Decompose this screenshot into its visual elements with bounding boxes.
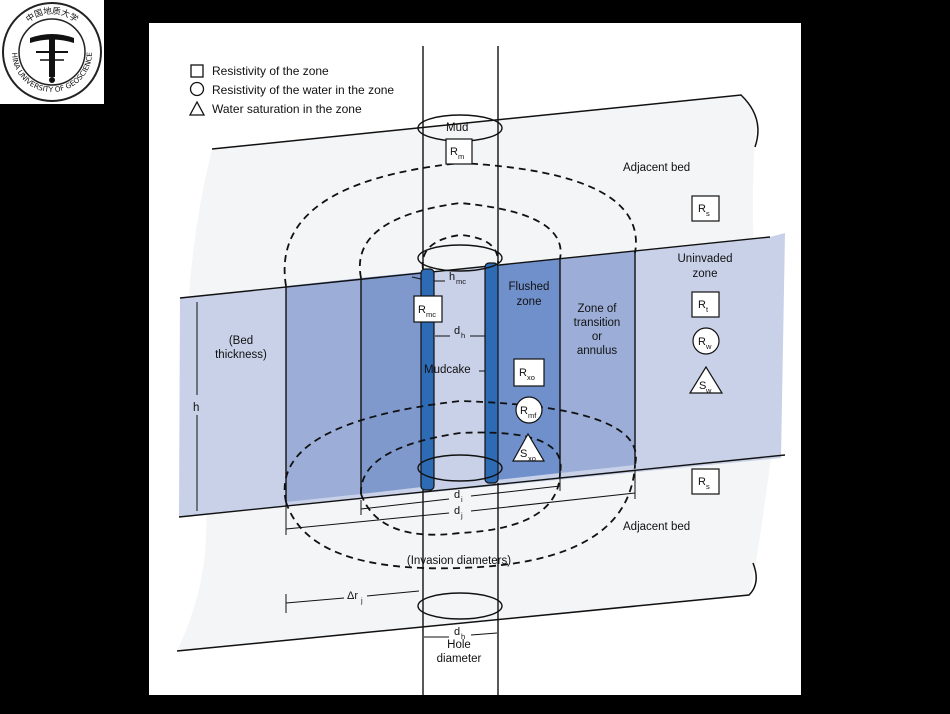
svg-text:R: R	[698, 203, 706, 215]
svg-text:d: d	[454, 626, 460, 638]
legend-circle-label: Resistivity of the water in the zone	[212, 83, 394, 97]
invasion-profile-figure: Resistivity of the zone Resistivity of t…	[149, 23, 801, 695]
delta-rj-annotation: Δr j	[285, 590, 420, 613]
hammer-emblem-icon	[30, 34, 74, 83]
svg-text:R: R	[698, 299, 706, 311]
uninvaded-zone-label-1: Uninvaded	[678, 253, 733, 265]
rm-symbol: R m	[445, 138, 473, 165]
rt-symbol: R t	[691, 291, 720, 318]
svg-text:S: S	[699, 380, 706, 392]
svg-text:R: R	[418, 304, 426, 316]
svg-text:Δr: Δr	[347, 590, 358, 602]
mud-label: Mud	[446, 122, 468, 134]
svg-text:t: t	[706, 305, 709, 314]
transition-zone-label-1: Zone of	[578, 303, 618, 315]
dh-bottom-annotation: d h	[424, 626, 498, 641]
rs-top-symbol: R s	[691, 195, 720, 222]
svg-text:w: w	[705, 342, 712, 351]
svg-text:s: s	[706, 209, 710, 218]
svg-text:R: R	[520, 405, 528, 417]
rw-symbol: R w	[692, 327, 720, 355]
dj-annotation: d j	[285, 492, 636, 530]
svg-text:S: S	[520, 448, 527, 460]
svg-text:d: d	[454, 505, 460, 517]
svg-text:d: d	[454, 489, 460, 501]
bed-thickness-label-1: (Bed	[229, 335, 253, 347]
university-logo: CHINA UNIVERSITY OF GEOSCIENCES 中国地质大学	[0, 0, 104, 104]
legend-triangle-label: Water saturation in the zone	[212, 102, 362, 116]
svg-text:xo: xo	[527, 373, 535, 382]
svg-text:j: j	[360, 596, 363, 605]
dh-mid-annotation: d h	[435, 325, 485, 340]
hole-diameter-label-2: diameter	[437, 653, 482, 665]
svg-text:i: i	[461, 495, 463, 504]
h-label: h	[193, 402, 199, 414]
rs-bottom-symbol: R s	[691, 468, 720, 495]
svg-text:R: R	[698, 476, 706, 488]
svg-text:s: s	[706, 482, 710, 491]
svg-text:mc: mc	[456, 277, 466, 286]
svg-text:w: w	[705, 386, 712, 395]
di-annotation: d i	[360, 485, 561, 510]
transition-zone-left-inner	[361, 272, 422, 494]
svg-text:h: h	[461, 632, 465, 641]
svg-text:m: m	[458, 152, 464, 161]
transition-zone-label-3: or	[592, 331, 602, 343]
legend-circle-icon	[189, 81, 205, 97]
legend-triangle-icon	[188, 100, 206, 116]
sxo-symbol: S xo	[511, 432, 546, 463]
sw-symbol: S w	[688, 365, 724, 395]
transition-zone-label-4: annulus	[577, 345, 618, 357]
flushed-zone-label-2: zone	[517, 296, 542, 308]
hmc-annotation: h mc	[411, 271, 466, 286]
rmf-symbol: R mf	[515, 396, 543, 424]
svg-text:xo: xo	[528, 454, 536, 463]
flushed-zone-label-1: Flushed	[509, 281, 550, 293]
svg-text:mc: mc	[426, 310, 436, 319]
invasion-diameters-label: (Invasion diameters)	[407, 555, 511, 567]
adjacent-bed-top-outline	[211, 94, 759, 150]
svg-text:h: h	[449, 271, 455, 283]
svg-text:j: j	[460, 511, 463, 520]
svg-text:d: d	[454, 325, 460, 337]
svg-text:h: h	[461, 331, 465, 340]
hole-diameter-label-1: Hole	[447, 639, 471, 651]
uninvaded-zone-label-2: zone	[693, 268, 718, 280]
adjacent-bed-top-label: Adjacent bed	[623, 162, 690, 174]
svg-text:R: R	[450, 146, 458, 158]
legend: Resistivity of the zone Resistivity of t…	[188, 64, 394, 116]
adjacent-bed-bottom-label: Adjacent bed	[623, 521, 690, 533]
rmc-symbol: R mc	[413, 295, 443, 323]
mudcake-left	[420, 268, 435, 491]
bed-thickness-label-2: thickness)	[215, 349, 267, 361]
mudcake-right	[484, 262, 499, 484]
legend-square-icon	[190, 64, 204, 78]
rxo-symbol: R xo	[513, 358, 545, 387]
adjacent-bed-bottom-outline	[176, 562, 757, 652]
svg-text:mf: mf	[528, 411, 537, 420]
svg-text:R: R	[519, 367, 527, 379]
zone-boundaries	[178, 236, 786, 518]
svg-text:R: R	[698, 336, 706, 348]
legend-square-label: Resistivity of the zone	[212, 64, 329, 78]
transition-zone-left-outer	[286, 278, 361, 502]
transition-zone-right	[560, 251, 635, 473]
transition-zone-label-2: transition	[574, 317, 621, 329]
borehole-walls	[417, 46, 503, 695]
mudcake-label: Mudcake	[424, 364, 471, 376]
